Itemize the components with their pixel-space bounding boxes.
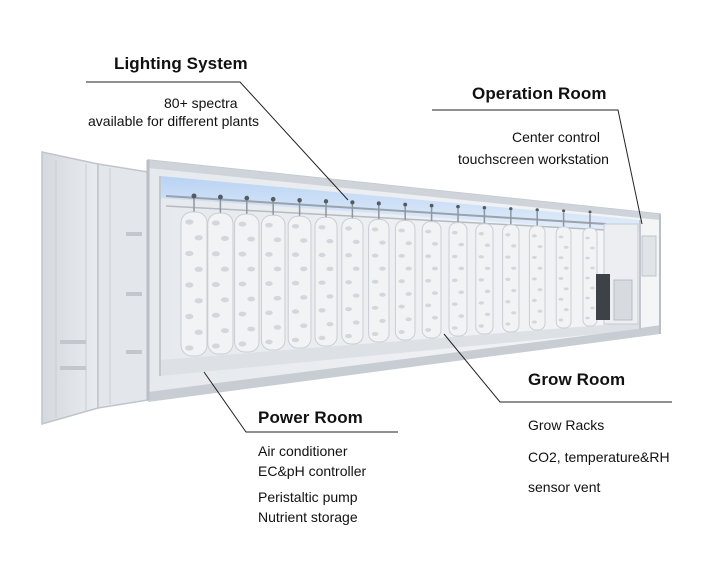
grow-tower — [502, 207, 520, 333]
power-room-title: Power Room — [258, 408, 363, 427]
power-room-desc-1: Air conditioner — [258, 443, 348, 459]
grow-tower — [475, 205, 494, 335]
grow-tower — [287, 198, 312, 349]
grow-tower — [528, 208, 546, 331]
power-leader-line — [203, 371, 398, 433]
operation-room-equipment — [596, 223, 657, 325]
grow-tower — [207, 194, 234, 355]
grow-room-desc-1: Grow Racks — [528, 417, 605, 433]
grow-tower — [260, 196, 286, 351]
light-rail — [165, 195, 607, 231]
grow-racks — [180, 193, 598, 357]
container-door — [41, 151, 149, 425]
operation-leader-line — [432, 109, 643, 225]
leader-lines — [86, 81, 672, 433]
grow-tower — [341, 200, 364, 345]
grow-leader-line — [443, 333, 672, 403]
operation-room-title: Operation Room — [472, 84, 607, 103]
grow-room-desc-3: sensor vent — [528, 479, 601, 495]
grow-room-desc-2: CO2, temperature&RH — [528, 449, 670, 465]
grow-tower — [421, 203, 442, 339]
grow-tower — [314, 199, 338, 347]
grow-tower — [234, 195, 260, 353]
lighting-system-desc-2: available for different plants — [88, 113, 259, 129]
grow-tower — [180, 193, 208, 357]
lighting-system-desc-1: 80+ spectra — [164, 95, 238, 111]
grow-tower — [394, 202, 416, 341]
lighting-system-title: Lighting System — [114, 54, 248, 73]
power-room-desc-3: Peristaltic pump — [258, 489, 358, 505]
lighting-leader-line — [86, 81, 349, 201]
power-room-desc-2: EC&pH controller — [258, 463, 367, 479]
operation-room-desc-1: Center control — [512, 129, 600, 145]
grow-tower — [448, 204, 468, 337]
grow-room-title: Grow Room — [528, 370, 626, 389]
grow-tower — [555, 209, 572, 329]
power-room-desc-4: Nutrient storage — [258, 509, 358, 525]
grow-tower — [368, 201, 390, 343]
operation-room-desc-2: touchscreen workstation — [458, 151, 609, 167]
